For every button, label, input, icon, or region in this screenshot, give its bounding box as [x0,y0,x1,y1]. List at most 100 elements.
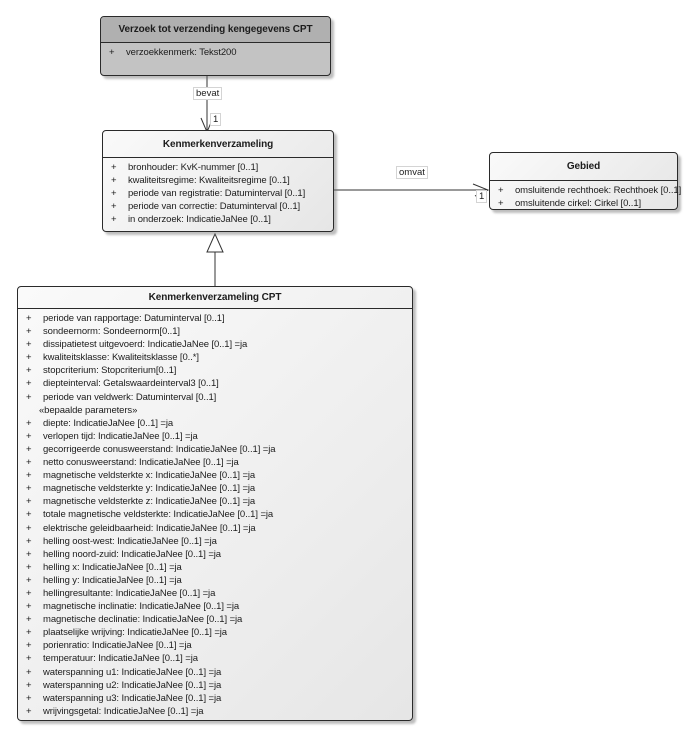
attribute-text: helling noord-zuid: IndicatieJaNee [0..1… [43,548,221,560]
multiplicity-bevat: 1 [210,113,222,126]
attribute-row: +periode van registratie: Datuminterval … [103,187,331,200]
connector-generalization [206,232,224,286]
attribute-text: magnetische veldsterkte x: IndicatieJaNe… [43,470,256,482]
attribute-row: + helling oost-west: IndicatieJaNee [0..1… [18,535,410,548]
class-gebied: Gebied +omsluitende rechthoek: Rechthoek… [489,152,681,212]
visibility-marker: + [26,614,32,626]
attribute-row: + periode van rapportage: Datuminterval [… [18,312,410,325]
class-verzoek-tot-verzending-kengegevens-cpt: Verzoek tot verzending kengegevens CPT +… [100,16,331,76]
visibility-marker: + [26,640,32,652]
visibility-marker: + [26,587,32,599]
attribute-row: + elektrische geleidbaarheid: IndicatieJa… [18,522,410,535]
attribute-row: +diepteinterval: Getalswaardeinterval3 [… [18,377,410,390]
attribute-text: omsluitende rechthoek: Rechthoek [0..1] [515,185,682,196]
attribute-text: waterspanning u1: IndicatieJaNee [0..1] … [43,666,222,678]
attribute-row: +waterspanning u3: IndicatieJaNee [0..1]… [18,692,410,705]
class-kenmerkenverzameling-cpt: Kenmerkenverzameling CPT +periode van ra… [17,286,413,721]
attribute-text: periode van rapportage: Datuminterval [0… [43,313,225,324]
attribute-text: verlopen tijd: IndicatieJaNee [0..1] =ja [43,430,198,442]
attribute-compartment: +bronhouder: KvK-nummer [0..1]+kwaliteit… [103,158,333,228]
attribute-text: magnetische veldsterkte z: IndicatieJaNe… [43,496,256,508]
visibility-marker: + [26,548,32,560]
visibility-marker: + [498,185,504,196]
multiplicity-omvat: 1 [476,190,488,203]
visibility-marker: + [26,574,32,586]
class-kenmerkenverzameling: Kenmerkenverzameling +bronhouder: KvK-nu… [102,130,334,232]
attribute-row: + verlopen tijd: IndicatieJaNee [0..1] =j… [18,430,410,443]
attribute-row: +porienratio: IndicatieJaNee [0..1] =ja [18,639,410,652]
attribute-row: +helling x: IndicatieJaNee [0..1] =ja [18,561,410,574]
attribute-text: diepte: IndicatieJaNee [0..1] =ja [43,417,174,429]
attribute-row: +kwaliteitsregime: Kwaliteitsregime [0..… [103,174,331,187]
attribute-row: +stopcriterium: Stopcriterium[0..1] [18,364,410,377]
attribute-row: +magnetische inclinatie: IndicatieJaNee … [18,600,410,613]
class-title: Verzoek tot verzending kengegevens CPT [101,17,330,43]
visibility-marker: + [111,175,117,187]
attribute-row: +wrijvingsgetal: IndicatieJaNee [0..1] =… [18,705,410,718]
attribute-compartment: +verzoekkenmerk: Tekst200 [101,43,330,61]
association-name-bevat: bevat [193,87,223,100]
visibility-marker: + [26,535,32,547]
attribute-row: +periode van correctie: Datuminterval [0… [103,200,331,213]
attribute-row: + dissipatietest uitgevoerd: IndicatieJaN… [18,338,410,351]
attribute-text: netto conusweerstand: IndicatieJaNee [0.… [43,457,239,469]
visibility-marker: + [26,365,32,377]
visibility-marker: + [498,198,504,210]
attribute-text: kwaliteitsklasse: Kwaliteitsklasse [0..*… [43,352,199,364]
attribute-text: helling x: IndicatieJaNee [0..1] =ja [43,561,182,573]
attribute-row: +waterspanning u2: IndicatieJaNee [0..1]… [18,679,410,692]
attribute-row: +temperatuur: IndicatieJaNee [0..1] =ja [18,652,410,665]
attribute-text: elektrische geleidbaarheid: IndicatieJaN… [43,522,256,534]
stereotype-row: «bepaalde parameters» [39,404,138,416]
attribute-row: + waterspanning u1: IndicatieJaNee [0..1]… [18,666,410,679]
attribute-text: plaatselijke wrijving: IndicatieJaNee [0… [43,627,227,639]
visibility-marker: + [26,313,32,324]
attribute-row: +magnetische veldsterkte z: IndicatieJaN… [18,495,410,508]
visibility-marker: + [26,430,32,442]
attribute-text: helling oost-west: IndicatieJaNee [0..1]… [43,535,217,547]
attribute-row: + diepte: IndicatieJaNee [0..1] =ja [18,417,410,430]
visibility-marker: + [111,201,117,213]
attribute-row: + kwaliteitsklasse: Kwaliteitsklasse [0..… [18,351,410,364]
visibility-marker: + [111,214,117,226]
attribute-compartment: + omsluitende rechthoek: Rechthoek [0..1]… [490,181,681,212]
attribute-row: + magnetische declinatie: IndicatieJaNee … [18,613,410,626]
visibility-marker: + [26,679,32,691]
attribute-text: magnetische veldsterkte y: IndicatieJaNe… [43,483,256,495]
connector-omvat [334,183,490,197]
attribute-text: dissipatietest uitgevoerd: IndicatieJaNe… [43,339,248,351]
visibility-marker: + [26,470,32,482]
visibility-marker: + [26,417,32,429]
attribute-text: temperatuur: IndicatieJaNee [0..1] =ja [43,653,198,665]
visibility-marker: + [26,483,32,495]
attribute-text: omsluitende cirkel: Cirkel [0..1] [515,198,642,210]
visibility-marker: + [26,666,32,678]
association-name-omvat: omvat [396,166,428,179]
attribute-row: +gecorrigeerde conusweerstand: Indicatie… [18,443,410,456]
visibility-marker: + [26,443,32,455]
visibility-marker: + [26,326,32,338]
visibility-marker: + [26,601,32,613]
attribute-row: +totale magnetische veldsterkte: Indicat… [18,508,410,521]
visibility-marker: + [26,352,32,364]
visibility-marker: + [109,47,115,58]
attribute-row: +netto conusweerstand: IndicatieJaNee [0… [18,456,410,469]
visibility-marker: + [26,705,32,717]
visibility-marker: + [26,509,32,521]
visibility-marker: + [26,522,32,534]
visibility-marker: + [26,378,32,390]
attribute-text: in onderzoek: IndicatieJaNee [0..1] [128,214,271,226]
attribute-text: helling y: IndicatieJaNee [0..1] =ja [43,574,182,586]
attribute-row: + helling y: IndicatieJaNee [0..1] =ja [18,574,410,587]
visibility-marker: + [26,391,32,403]
attribute-text: waterspanning u3: IndicatieJaNee [0..1] … [43,692,222,704]
attribute-text: periode van registratie: Datuminterval [… [128,188,306,200]
visibility-marker: + [26,339,32,351]
attribute-compartment: + periode van rapportage: Datuminterval [… [18,309,412,720]
visibility-marker: + [26,627,32,639]
class-title: Kenmerkenverzameling [103,131,333,158]
attribute-row: +verzoekkenmerk: Tekst200 [101,46,328,59]
attribute-text: magnetische declinatie: IndicatieJaNee [… [43,614,243,626]
